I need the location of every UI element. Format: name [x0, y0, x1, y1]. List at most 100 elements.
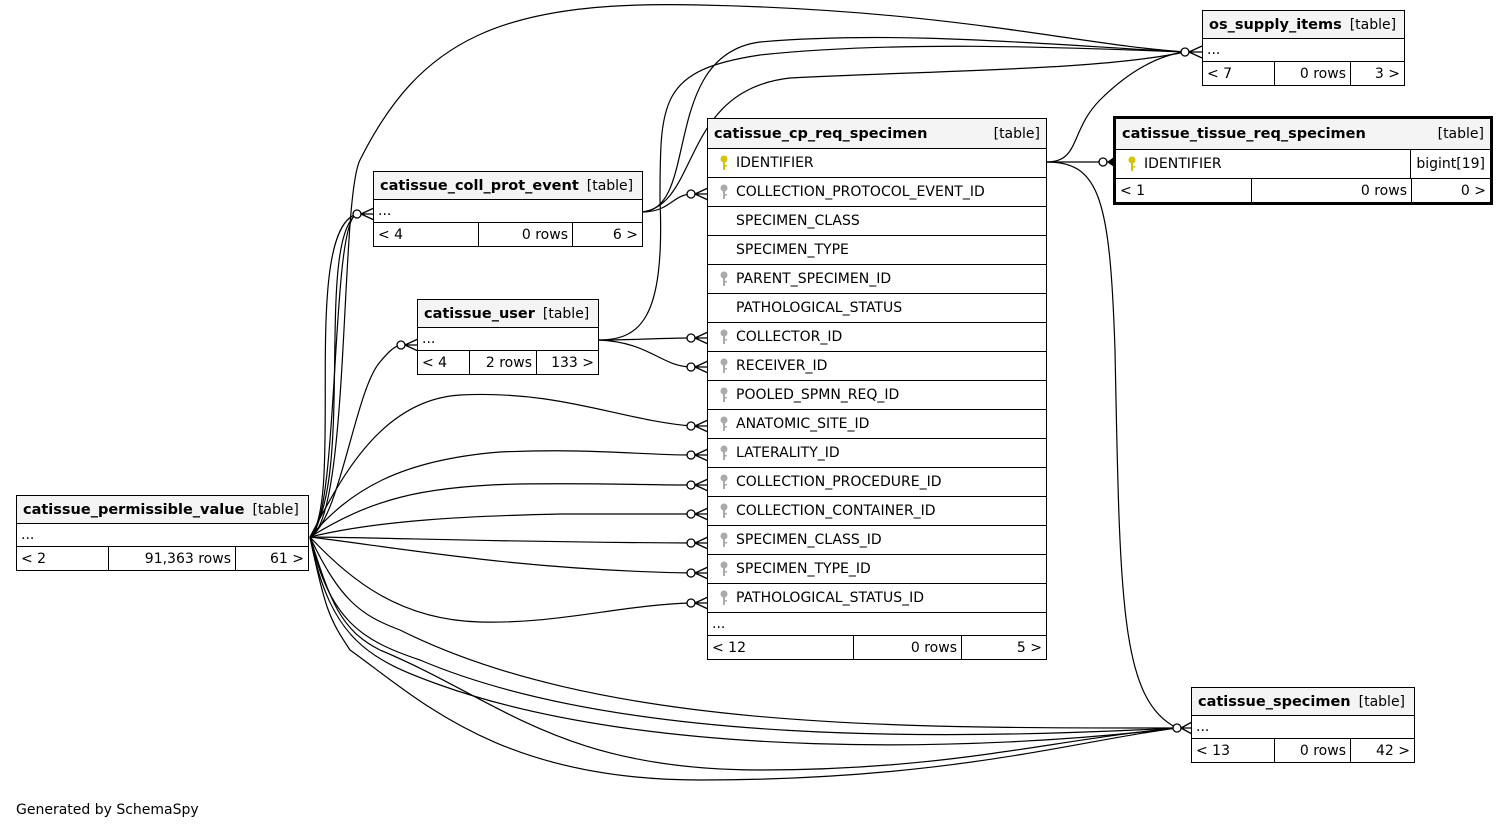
column-row[interactable]: PARENT_SPECIMEN_ID: [708, 265, 1046, 294]
column-name: PARENT_SPECIMEN_ID: [736, 271, 892, 287]
column-name: ANATOMIC_SITE_ID: [736, 416, 870, 432]
foreign-key-icon: [714, 503, 734, 519]
table-os-supply-items[interactable]: os_supply_items [table] ... < 7 0 rows 3…: [1202, 10, 1405, 86]
children-link[interactable]: 42 >: [1376, 742, 1410, 759]
column-name: RECEIVER_ID: [736, 358, 828, 374]
parents-link[interactable]: < 2: [17, 547, 109, 570]
children-link[interactable]: 5 >: [1016, 639, 1042, 656]
column-row[interactable]: LATERALITY_ID: [708, 439, 1046, 468]
table-header: catissue_permissible_value [table]: [17, 496, 308, 524]
column-row[interactable]: SPECIMEN_TYPE_ID: [708, 555, 1046, 584]
column-row[interactable]: SPECIMEN_CLASS_ID: [708, 526, 1046, 555]
column-datatype: bigint[19]: [1410, 150, 1490, 178]
column-name: SPECIMEN_CLASS_ID: [736, 532, 882, 548]
foreign-key-icon: [714, 474, 734, 490]
parents-link[interactable]: < 4: [374, 223, 479, 246]
column-row[interactable]: ANATOMIC_SITE_ID: [708, 410, 1046, 439]
column-name: SPECIMEN_TYPE: [736, 242, 849, 258]
children-link[interactable]: 0 >: [1460, 182, 1486, 199]
column-row[interactable]: POOLED_SPMN_REQ_ID: [708, 381, 1046, 410]
table-catissue-cp-req-specimen[interactable]: catissue_cp_req_specimen [table] IDENTIF…: [707, 118, 1047, 660]
table-name[interactable]: os_supply_items: [1209, 16, 1342, 33]
children-link[interactable]: 61 >: [270, 550, 304, 567]
column-name: COLLECTION_CONTAINER_ID: [736, 503, 936, 519]
foreign-key-icon: [714, 387, 734, 403]
foreign-key-icon: [714, 561, 734, 577]
table-type: [table]: [1349, 16, 1397, 33]
table-type: [table]: [1437, 126, 1484, 142]
row-count: 91,363 rows: [109, 547, 236, 570]
column-row[interactable]: COLLECTION_PROCEDURE_ID: [708, 468, 1046, 497]
table-catissue-user[interactable]: catissue_user [table] ... < 4 2 rows 133…: [417, 299, 599, 375]
foreign-key-icon: [714, 358, 734, 374]
row-count: 0 rows: [854, 636, 962, 659]
table-header: catissue_specimen [table]: [1192, 688, 1414, 716]
column-row[interactable]: IDENTIFIER: [708, 149, 1046, 178]
table-catissue-tissue-req-specimen[interactable]: catissue_tissue_req_specimen [table] IDE…: [1113, 116, 1493, 205]
foreign-key-icon: [714, 329, 734, 345]
table-name[interactable]: catissue_tissue_req_specimen: [1122, 126, 1366, 142]
table-footer: < 13 0 rows 42 >: [1192, 739, 1414, 762]
table-name[interactable]: catissue_user: [424, 305, 535, 322]
primary-key-icon: [714, 155, 734, 171]
primary-key-icon: [1122, 156, 1142, 172]
table-name[interactable]: catissue_specimen: [1198, 693, 1351, 710]
columns-ellipsis: ...: [418, 328, 598, 351]
column-row[interactable]: COLLECTOR_ID: [708, 323, 1046, 352]
parents-link[interactable]: < 13: [1192, 739, 1275, 762]
column-name: SPECIMEN_TYPE_ID: [736, 561, 871, 577]
table-footer: < 12 0 rows 5 >: [708, 636, 1046, 659]
table-footer: < 2 91,363 rows 61 >: [17, 547, 308, 570]
table-catissue-specimen[interactable]: catissue_specimen [table] ... < 13 0 row…: [1191, 687, 1415, 763]
children-link[interactable]: 3 >: [1374, 65, 1400, 82]
column-name: COLLECTOR_ID: [736, 329, 843, 345]
row-count: 0 rows: [1252, 179, 1412, 202]
table-header: catissue_coll_prot_event [table]: [374, 172, 642, 200]
parents-link[interactable]: < 12: [708, 636, 854, 659]
column-name: COLLECTION_PROTOCOL_EVENT_ID: [736, 184, 985, 200]
foreign-key-icon: [714, 445, 734, 461]
column-name: PATHOLOGICAL_STATUS: [736, 300, 903, 316]
table-type: [table]: [993, 125, 1040, 142]
row-count: 0 rows: [1275, 62, 1351, 85]
table-footer: < 1 0 rows 0 >: [1116, 179, 1490, 202]
columns-ellipsis: ...: [708, 613, 1046, 636]
table-footer: < 4 0 rows 6 >: [374, 223, 642, 246]
column-name: IDENTIFIER: [1144, 156, 1222, 172]
table-type: [table]: [1358, 693, 1406, 710]
table-name[interactable]: catissue_permissible_value: [23, 501, 245, 518]
table-name[interactable]: catissue_coll_prot_event: [380, 177, 579, 194]
column-row[interactable]: RECEIVER_ID: [708, 352, 1046, 381]
foreign-key-icon: [714, 184, 734, 200]
foreign-key-icon: [714, 590, 734, 606]
column-row[interactable]: PATHOLOGICAL_STATUS_ID: [708, 584, 1046, 613]
table-header: catissue_user [table]: [418, 300, 598, 328]
columns-ellipsis: ...: [1192, 716, 1414, 739]
column-row[interactable]: SPECIMEN_TYPE: [708, 236, 1046, 265]
table-header: catissue_tissue_req_specimen [table]: [1116, 119, 1490, 150]
table-catissue-permissible-value[interactable]: catissue_permissible_value [table] ... <…: [16, 495, 309, 571]
column-row[interactable]: COLLECTION_CONTAINER_ID: [708, 497, 1046, 526]
foreign-key-icon: [714, 271, 734, 287]
column-name: POOLED_SPMN_REQ_ID: [736, 387, 900, 403]
column-row[interactable]: SPECIMEN_CLASS: [708, 207, 1046, 236]
parents-link[interactable]: < 4: [418, 351, 470, 374]
column-row[interactable]: PATHOLOGICAL_STATUS: [708, 294, 1046, 323]
children-link[interactable]: 133 >: [551, 354, 594, 371]
parents-link[interactable]: < 7: [1203, 62, 1275, 85]
column-row[interactable]: IDENTIFIER bigint[19]: [1116, 150, 1490, 179]
column-row[interactable]: COLLECTION_PROTOCOL_EVENT_ID: [708, 178, 1046, 207]
children-link[interactable]: 6 >: [612, 226, 638, 243]
row-count: 2 rows: [470, 351, 537, 374]
table-catissue-coll-prot-event[interactable]: catissue_coll_prot_event [table] ... < 4…: [373, 171, 643, 247]
table-name[interactable]: catissue_cp_req_specimen: [714, 125, 928, 142]
columns-ellipsis: ...: [17, 524, 308, 547]
foreign-key-icon: [714, 416, 734, 432]
generated-by-note: Generated by SchemaSpy: [16, 802, 199, 818]
column-name: SPECIMEN_CLASS: [736, 213, 860, 229]
parents-link[interactable]: < 1: [1116, 179, 1252, 202]
column-name: COLLECTION_PROCEDURE_ID: [736, 474, 942, 490]
table-type: [table]: [252, 501, 299, 518]
columns-ellipsis: ...: [1203, 39, 1404, 62]
